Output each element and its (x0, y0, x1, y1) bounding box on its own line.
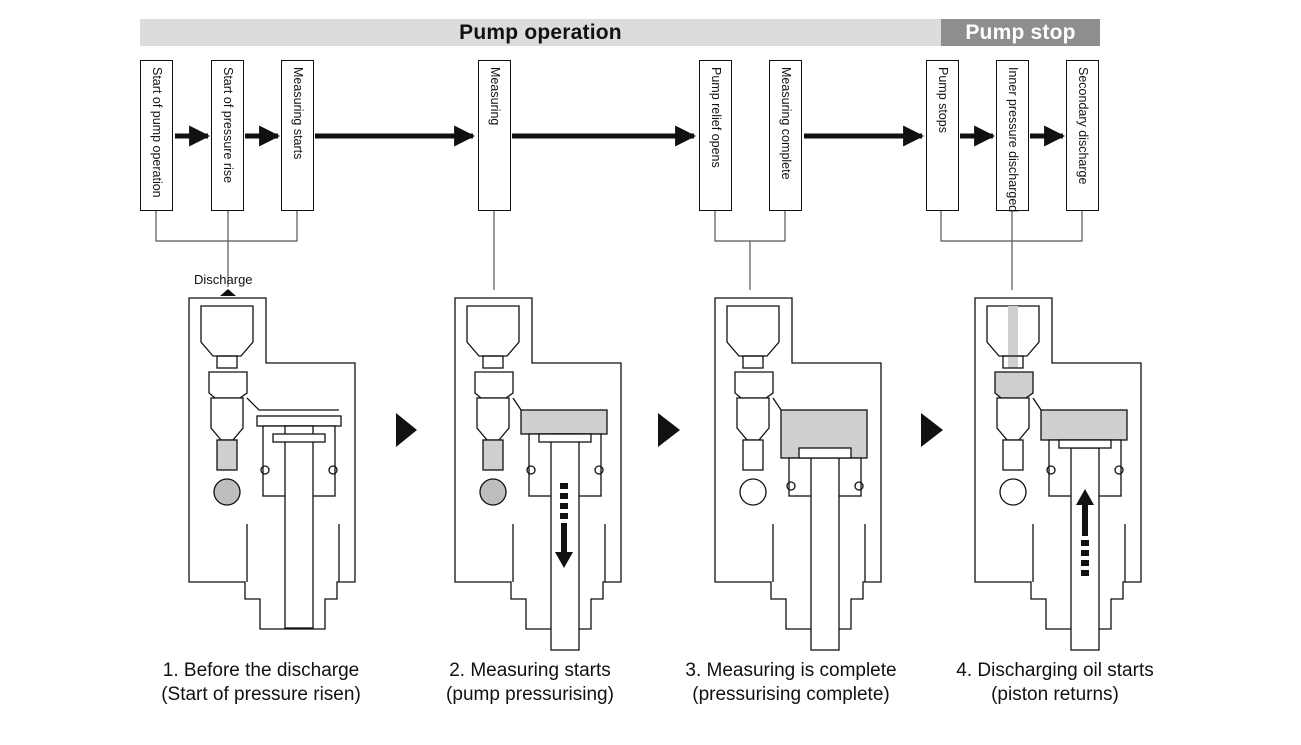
step-label: Inner pressure discharged (1005, 67, 1020, 213)
caption-4: 4. Discharging oil starts (piston return… (925, 659, 1185, 707)
step-label: Start of pressure rise (220, 67, 235, 184)
caption-line: (pump pressurising) (446, 684, 614, 705)
step-start-of-pump-operation: Start of pump operation (140, 60, 173, 211)
step-label: Pump relief opens (708, 67, 723, 168)
step-label: Measuring complete (778, 67, 793, 180)
discharge-arrow-icon (220, 289, 236, 296)
caption-line: (piston returns) (991, 684, 1119, 705)
step-secondary-discharge: Secondary discharge (1066, 60, 1099, 211)
caption-1: 1. Before the discharge (Start of pressu… (131, 659, 391, 707)
step-inner-pressure-discharged: Inner pressure discharged (996, 60, 1029, 213)
up-arrow-icon (1076, 489, 1094, 576)
cross-section-3 (714, 297, 882, 651)
stage-arrows (396, 413, 943, 447)
cross-section-1 (188, 297, 356, 630)
pump-stop-label: Pump stop (965, 20, 1076, 44)
step-pump-stops: Pump stops (926, 60, 959, 211)
leader-lines (155, 211, 1083, 290)
step-label: Measuring (487, 67, 502, 126)
stage-arrow-icon (921, 413, 943, 447)
pump-operation-label: Pump operation (459, 20, 622, 44)
cross-section-2 (454, 297, 622, 651)
caption-line: 4. Discharging oil starts (956, 660, 1154, 681)
step-measuring-complete: Measuring complete (769, 60, 802, 211)
pump-operation-band: Pump operation (140, 19, 941, 46)
step-measuring: Measuring (478, 60, 511, 211)
step-label: Pump stops (935, 67, 950, 134)
stage-arrow-icon (658, 413, 680, 447)
caption-line: 3. Measuring is complete (685, 660, 897, 681)
pump-stop-band: Pump stop (941, 19, 1100, 46)
down-arrow-icon (555, 483, 573, 568)
stage-arrow-icon (396, 413, 417, 447)
step-label: Secondary discharge (1075, 67, 1090, 185)
caption-3: 3. Measuring is complete (pressurising c… (661, 659, 921, 707)
step-label: Start of pump operation (149, 67, 164, 198)
step-measuring-starts: Measuring starts (281, 60, 314, 211)
cross-section-4 (974, 297, 1142, 651)
caption-2: 2. Measuring starts (pump pressurising) (400, 659, 660, 707)
caption-line: (pressurising complete) (692, 684, 890, 705)
step-pump-relief-opens: Pump relief opens (699, 60, 732, 211)
caption-line: (Start of pressure risen) (161, 684, 361, 705)
discharge-label: Discharge (194, 272, 253, 287)
step-label: Measuring starts (290, 67, 305, 160)
caption-line: 2. Measuring starts (449, 660, 611, 681)
step-start-of-pressure-rise: Start of pressure rise (211, 60, 244, 211)
caption-line: 1. Before the discharge (162, 660, 360, 681)
